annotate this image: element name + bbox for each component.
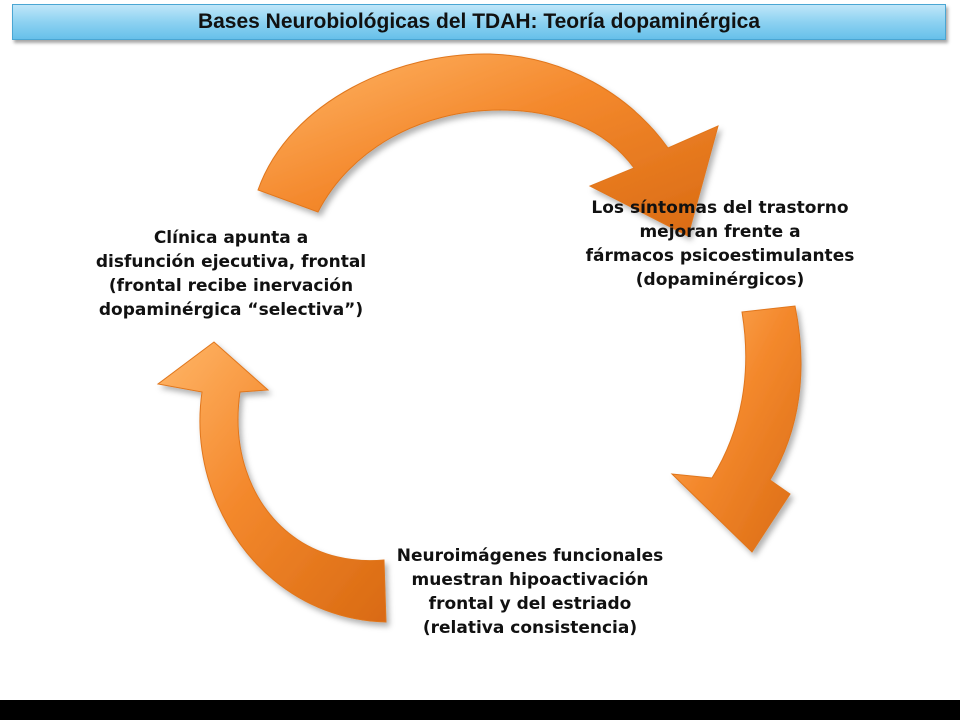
title-bar: Bases Neurobiológicas del TDAH: Teoría d… [12, 4, 946, 40]
cycle-arrow-right [670, 305, 802, 553]
node-label-symptoms: Los síntomas del trastorno mejoran frent… [570, 196, 870, 292]
node-line: Clínica apunta a [153, 228, 309, 248]
node-label-neuroimaging: Neuroimágenes funcionales muestran hipoa… [370, 544, 690, 640]
node-line: dopaminérgica “selectiva”) [98, 300, 364, 320]
cycle-diagram [156, 53, 802, 623]
node-line: muestran hipoactivación [411, 570, 649, 590]
node-line: frontal y del estriado [428, 594, 632, 614]
node-label-clinic: Clínica apunta a disfunción ejecutiva, f… [76, 226, 386, 322]
cycle-arrow-bottom-left [156, 341, 387, 623]
bottom-black-bar [0, 700, 960, 720]
node-line: Neuroimágenes funcionales [396, 546, 664, 566]
node-line: mejoran frente a [639, 222, 801, 242]
node-line: fármacos psicoestimulantes [585, 246, 855, 266]
node-line: (dopaminérgicos) [635, 270, 805, 290]
node-line: (frontal recibe inervación [108, 276, 354, 296]
cycle-arrow-top [257, 53, 719, 237]
node-line: Los síntomas del trastorno [591, 198, 849, 218]
node-line: disfunción ejecutiva, frontal [95, 252, 367, 272]
page-title: Bases Neurobiológicas del TDAH: Teoría d… [197, 10, 761, 33]
node-line: (relativa consistencia) [422, 618, 638, 638]
